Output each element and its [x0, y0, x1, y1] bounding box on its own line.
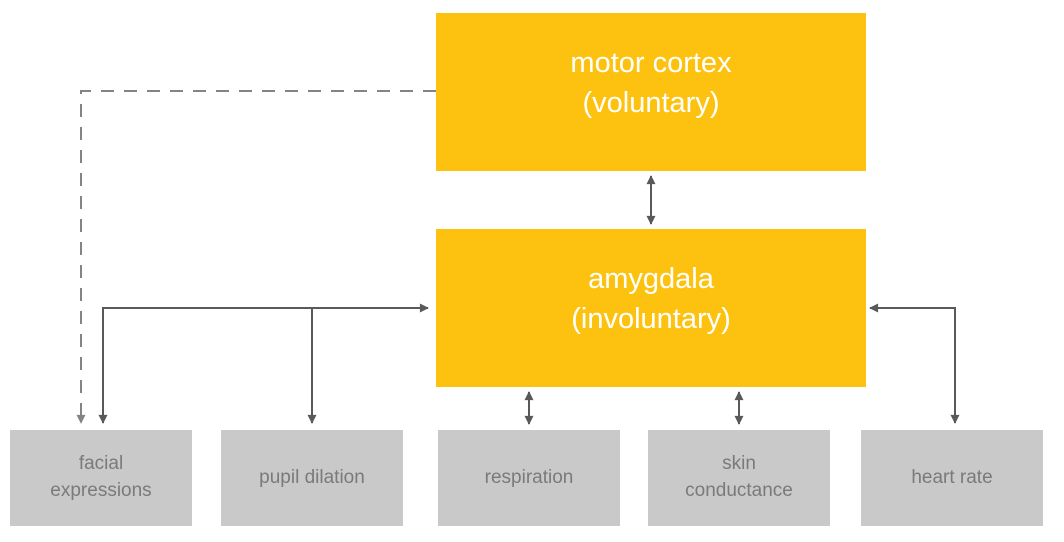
- node-amygdala: amygdala (involuntary): [436, 229, 866, 387]
- edge-amygdala-facial-expressions: [98, 303, 429, 424]
- node-facial-expressions-label: facial expressions: [50, 453, 152, 501]
- node-amygdala-label: amygdala (involuntary): [571, 262, 731, 335]
- edge-motor-cortex-facial-expressions: [76, 90, 436, 424]
- node-pupil-dilation-label: pupil dilation: [259, 466, 365, 488]
- node-skin-conductance-label: skin conductance: [685, 453, 793, 501]
- node-heart-rate-label: heart rate: [911, 466, 993, 488]
- node-motor-cortex: motor cortex (voluntary): [436, 13, 866, 171]
- node-respiration: respiration: [438, 430, 620, 526]
- node-pupil-dilation: pupil dilation: [221, 430, 403, 526]
- node-heart-rate: heart rate: [861, 430, 1043, 526]
- node-respiration-label: respiration: [484, 466, 574, 488]
- edge-amygdala-heart-rate: [869, 303, 960, 424]
- node-facial-expressions: facial expressions: [10, 430, 192, 526]
- node-motor-cortex-label: motor cortex (voluntary): [570, 46, 732, 119]
- node-skin-conductance: skin conductance: [648, 430, 830, 526]
